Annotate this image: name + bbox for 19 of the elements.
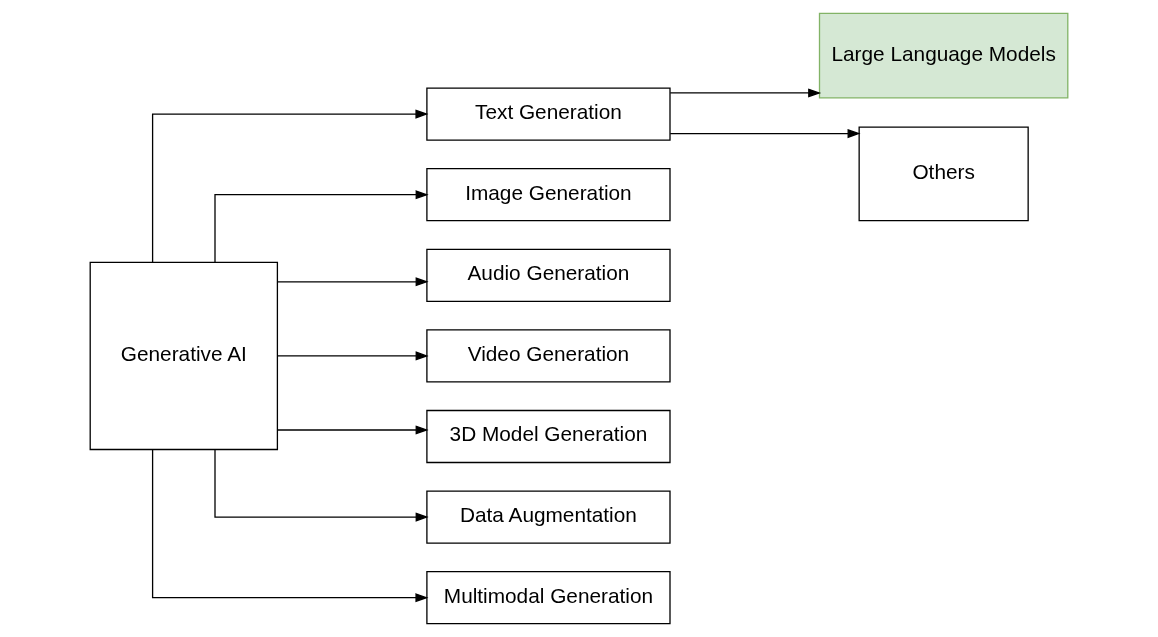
node-box: Generative AI	[89, 261, 279, 451]
node-box: Image Generation	[426, 168, 671, 222]
node-box: Data Augmentation	[426, 490, 671, 544]
arrow	[151, 449, 429, 603]
arrow	[277, 425, 429, 435]
arrow	[214, 449, 429, 522]
node-box: Multimodal Generation	[426, 571, 671, 625]
node-box: Audio Generation	[426, 248, 671, 302]
node-box: Video Generation	[426, 329, 671, 383]
arrow	[151, 109, 429, 263]
node-box: Text Generation	[426, 87, 671, 141]
arrow	[277, 351, 429, 361]
arrow	[669, 129, 861, 139]
node-box: Others	[858, 126, 1029, 222]
arrow	[669, 88, 822, 98]
node-box: Large Language Models	[818, 12, 1069, 99]
arrow	[277, 277, 429, 287]
arrow	[214, 190, 429, 263]
node-box: 3D Model Generation	[426, 409, 671, 464]
